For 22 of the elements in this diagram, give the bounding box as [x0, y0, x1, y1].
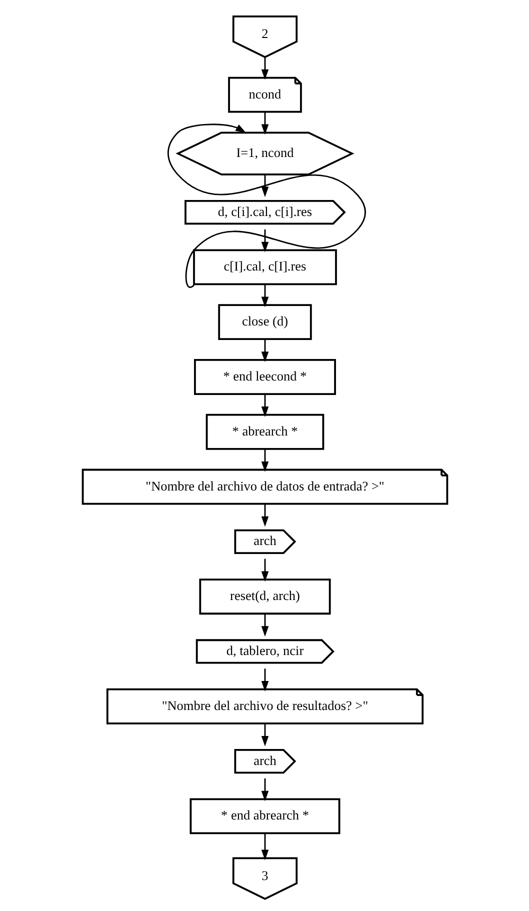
arrow: [167, 124, 366, 288]
arrow: [260, 724, 268, 746]
arrow: [260, 558, 268, 582]
node-box: * abrearch *: [205, 414, 324, 450]
arrow: [260, 449, 268, 472]
node-box: close (d): [218, 304, 312, 340]
arrow: [260, 174, 268, 198]
node-box: * end abrearch *: [189, 798, 340, 834]
node-box: c[I].cal, c[I].res: [192, 249, 336, 286]
arrow: [260, 229, 268, 252]
node-box: * end leecond *: [194, 359, 336, 395]
arrow: [260, 833, 268, 860]
arrow: [260, 339, 268, 362]
node-box: reset(d, arch): [198, 578, 330, 615]
arrow: [260, 284, 268, 308]
arrow: [260, 394, 268, 417]
arrow: [260, 504, 268, 527]
arrow: [260, 614, 268, 637]
arrow: [260, 112, 268, 135]
arrow: [260, 57, 268, 80]
arrow: [260, 778, 268, 802]
arrow: [260, 668, 268, 692]
